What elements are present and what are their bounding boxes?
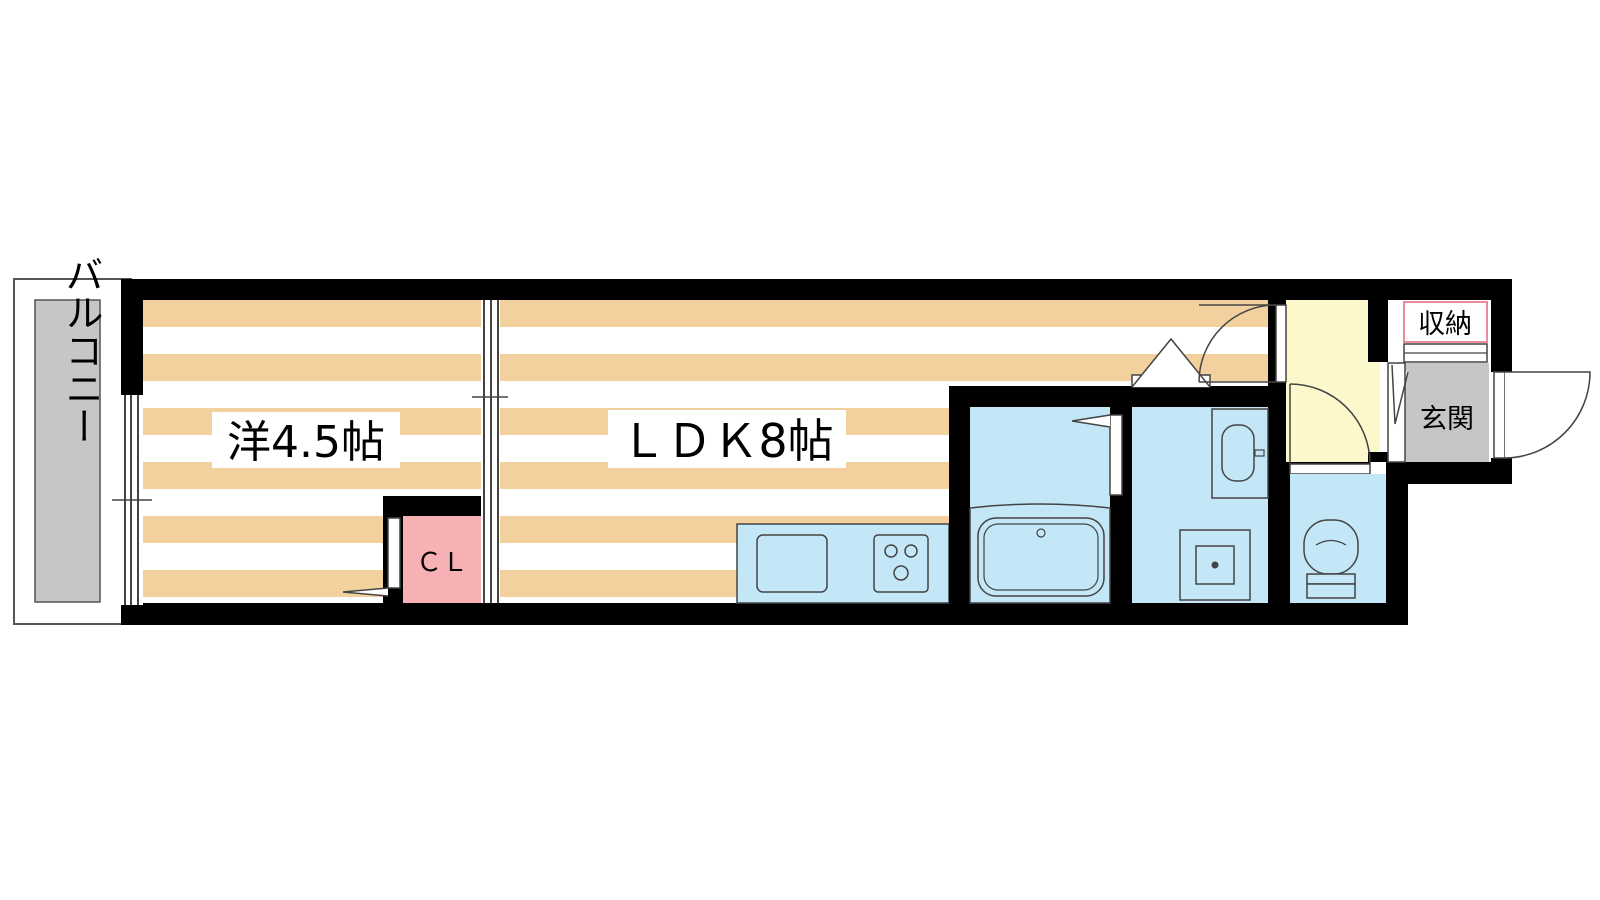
bath-walls xyxy=(949,300,1290,603)
kitchen-counter xyxy=(736,523,950,604)
entrance-floor xyxy=(1405,363,1489,462)
balcony-label: バルコニー xyxy=(59,255,103,445)
wash-basin-icon xyxy=(1211,408,1269,499)
stove-icon xyxy=(873,534,929,593)
bathroom xyxy=(969,407,1123,604)
storage-label: 収納 xyxy=(1418,309,1472,340)
entrance-label: 玄関 xyxy=(1420,404,1474,435)
washroom xyxy=(1131,337,1269,603)
entry-area: 収納 玄関 xyxy=(1387,300,1591,463)
balcony: バルコニー xyxy=(13,255,132,625)
toilet-room xyxy=(1290,474,1386,603)
closet: ＣＬ xyxy=(342,496,481,603)
kitchen-sink xyxy=(756,534,828,593)
washing-machine-icon xyxy=(1179,529,1251,601)
western-room-label: 洋4.5帖 xyxy=(227,417,385,468)
ldk-label: ＬＤＫ8帖 xyxy=(620,414,833,468)
bathtub-icon xyxy=(977,517,1105,597)
balcony-floor xyxy=(34,299,101,603)
toilet-icon xyxy=(1303,519,1359,599)
closet-label: ＣＬ xyxy=(416,548,468,578)
balcony-window xyxy=(112,395,152,605)
closet-floor xyxy=(403,516,481,603)
room-partition xyxy=(472,300,508,603)
storage-label-box xyxy=(1403,301,1488,343)
hallway xyxy=(1198,300,1388,475)
